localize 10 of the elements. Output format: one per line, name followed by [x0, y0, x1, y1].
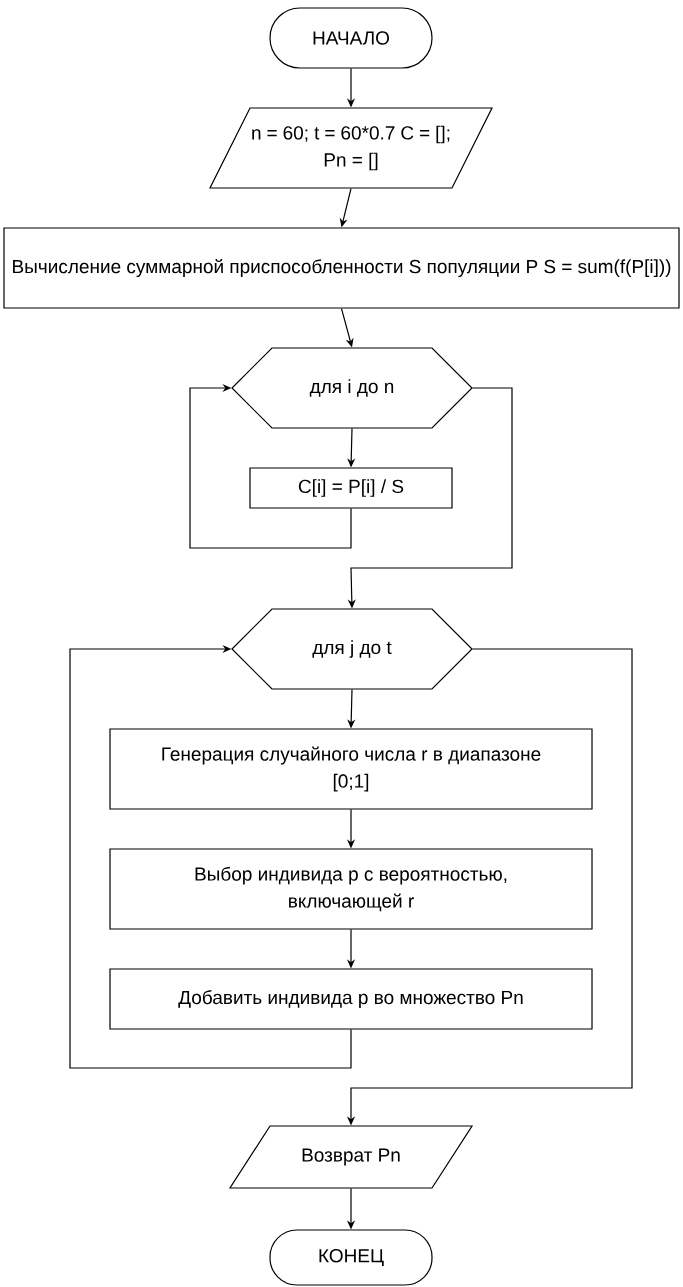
process-box: Генерация случайного числа r в диапазоне [0;1] [109, 728, 593, 810]
arrow [69, 644, 352, 1069]
process-box: C[i] = P[i] / S [249, 467, 453, 509]
arrow [189, 383, 352, 549]
process-box: Выбор индивида p с вероятностью, включающей r [109, 848, 593, 930]
process-box: Вычисление суммарной приспособленности S популяции P S = sum(f(P[i])) [3, 227, 680, 309]
loop-hexagon: для j до t [231, 608, 473, 690]
process-box: Добавить индивида p во множество Pn [109, 968, 593, 1030]
loop-hexagon: для i до n [231, 347, 473, 429]
input-parallelogram: n = 60; t = 60*0.7 C = []; Pn = [] [209, 107, 493, 189]
